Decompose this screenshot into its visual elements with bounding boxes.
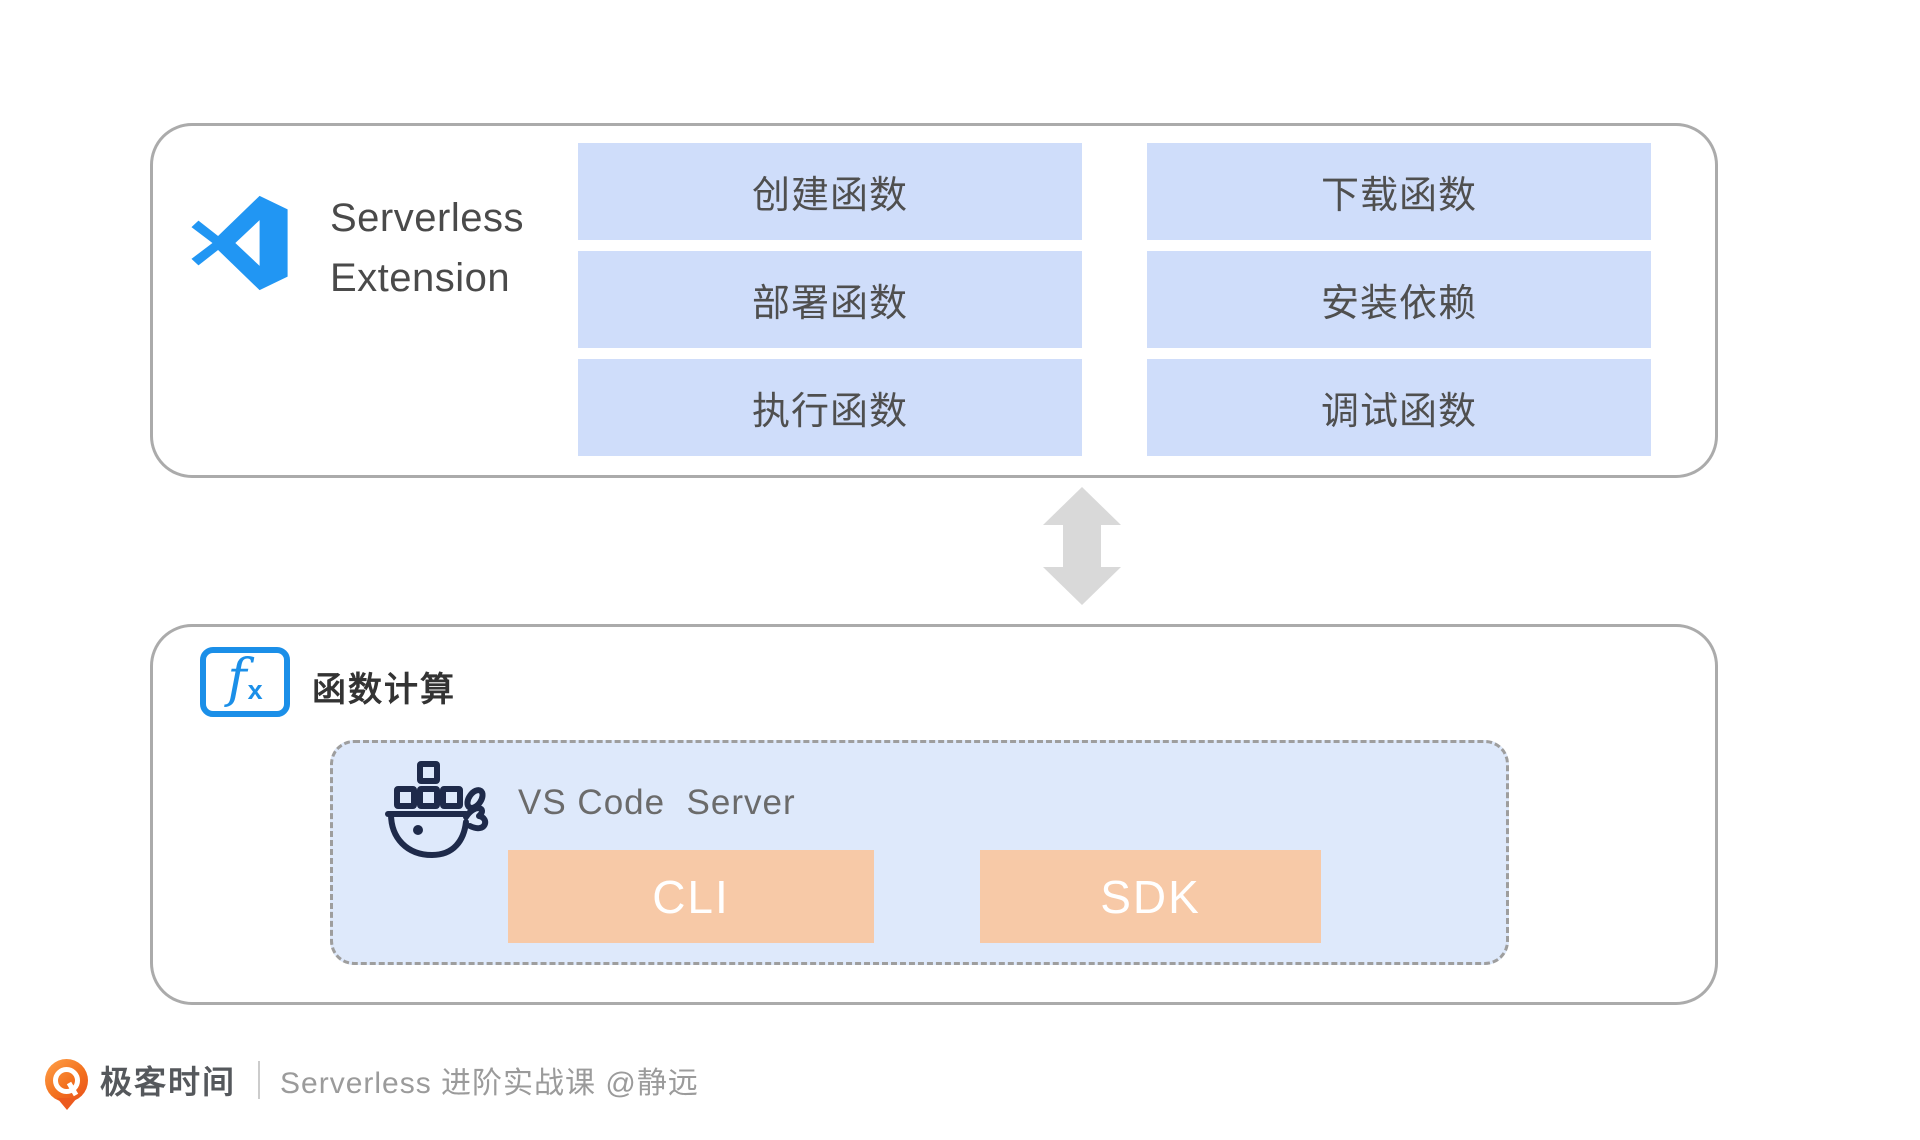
vscode-server-panel: VS Code Server CLI SDK	[330, 740, 1509, 965]
feature-deploy-function: 部署函数	[578, 251, 1082, 348]
sdk-block: SDK	[980, 850, 1321, 943]
feature-create-function: 创建函数	[578, 143, 1082, 240]
geektime-logo-icon	[45, 1058, 88, 1110]
fx-icon-f: f	[227, 649, 247, 709]
footer-divider	[258, 1061, 261, 1099]
feature-column-left: 创建函数 部署函数 执行函数	[578, 143, 1082, 456]
cli-block: CLI	[508, 850, 874, 943]
function-compute-fx-icon: f x	[200, 647, 290, 717]
updown-arrow-icon	[1043, 487, 1121, 605]
footer-course-text: Serverless 进阶实战课 @静远	[280, 1067, 699, 1100]
feature-execute-function: 执行函数	[578, 359, 1082, 456]
vscode-logo-icon	[191, 195, 288, 291]
function-compute-label: 函数计算	[312, 671, 456, 709]
feature-column-right: 下载函数 安装依赖 调试函数	[1147, 143, 1651, 456]
feature-download-function: 下载函数	[1147, 143, 1651, 240]
fx-icon-x: x	[247, 674, 263, 705]
extension-title-line2: Extension	[330, 256, 511, 300]
footer-brand-text: 极客时间	[100, 1064, 237, 1100]
docker-whale-icon	[385, 761, 489, 858]
feature-install-dependencies: 安装依赖	[1147, 251, 1651, 348]
geektime-logo-pin-tail	[56, 1097, 77, 1110]
footer: 极客时间 Serverless 进阶实战课 @静远	[45, 1050, 699, 1110]
extension-title-line1: Serverless	[330, 196, 524, 240]
geektime-logo-ring	[53, 1066, 80, 1094]
extension-title: Serverless Extension	[330, 188, 524, 308]
vscode-server-title: VS Code Server	[518, 783, 796, 822]
feature-debug-function: 调试函数	[1147, 359, 1651, 456]
